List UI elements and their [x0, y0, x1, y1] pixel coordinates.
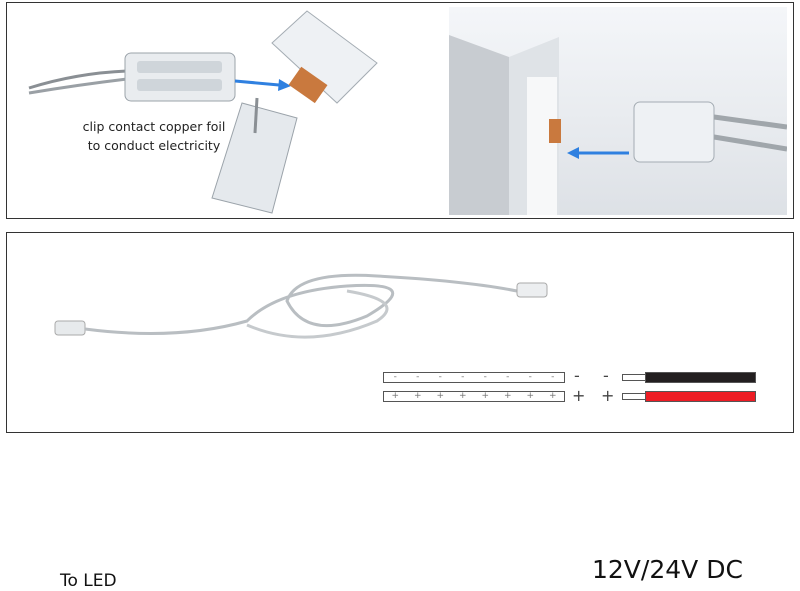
negative-wire	[622, 372, 760, 383]
strip-mark: +	[413, 391, 422, 401]
strip-mark: -	[438, 372, 442, 382]
profile-connector-photo	[449, 7, 787, 215]
extension-cable-illustration	[54, 273, 548, 339]
caption-line-1: clip contact copper foil	[82, 119, 226, 134]
strip-mark: -	[416, 372, 420, 382]
strip-mark: +	[503, 391, 512, 401]
voltage-label: 12V/24V DC	[592, 555, 743, 584]
strip-mark: +	[548, 391, 557, 401]
strip-mark: -	[506, 372, 510, 382]
wire-negative-sign: -	[603, 366, 609, 385]
strip-positive-sign: +	[572, 386, 586, 405]
strip-mark: +	[458, 391, 467, 401]
connector-clip-illustration	[28, 10, 378, 214]
strip-mark: +	[526, 391, 535, 401]
strip-mark: -	[483, 372, 487, 382]
led-strip-positive: + + + + + + + +	[383, 391, 565, 402]
bottom-panel: To LED 12V/24V DC	[6, 232, 794, 591]
strip-mark: -	[393, 372, 397, 382]
to-led-label: To LED	[60, 571, 117, 591]
strip-mark: +	[481, 391, 490, 401]
wire-positive-sign: +	[601, 386, 615, 405]
strip-negative-sign: -	[574, 366, 580, 385]
positive-wire	[622, 391, 760, 402]
clip-caption: clip contact copper foil to conduct elec…	[59, 117, 249, 155]
caption-line-2: to conduct electricity	[87, 138, 221, 153]
led-strip-negative: - - - - - - - -	[383, 372, 565, 383]
strip-mark: -	[528, 372, 532, 382]
strip-mark: -	[461, 372, 465, 382]
strip-mark: +	[436, 391, 445, 401]
strip-mark: +	[391, 391, 400, 401]
top-panel: clip contact copper foil to conduct elec…	[6, 2, 794, 219]
strip-mark: -	[551, 372, 555, 382]
